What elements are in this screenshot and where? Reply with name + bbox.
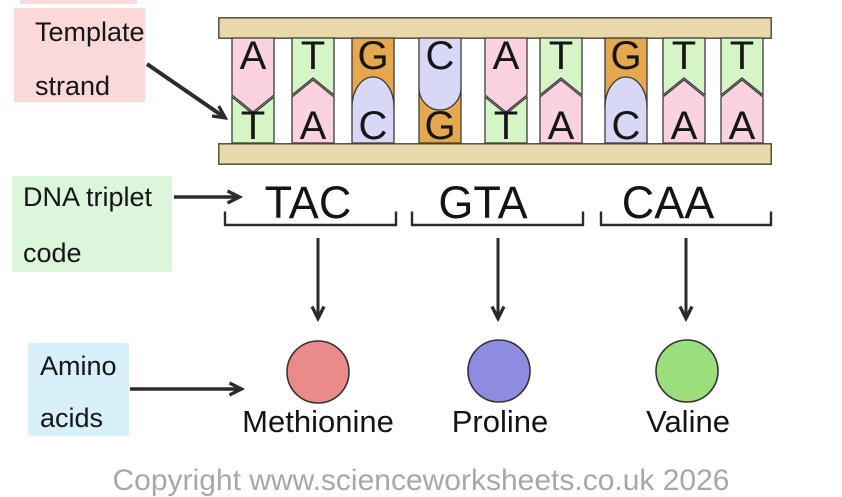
base-bottom-shape — [604, 76, 648, 144]
triplet-code-caa: CAA — [621, 177, 715, 228]
base-pair-2: T A — [291, 34, 335, 148]
dna-triplet-code-label-line1: DNA triplet — [23, 182, 153, 212]
copyright-text: Copyright www.scienceworksheets.co.uk 20… — [112, 464, 730, 497]
base-bottom-shape — [720, 79, 764, 144]
template-strand-label-line2: strand — [35, 71, 111, 101]
base-letter-bottom: A — [548, 104, 575, 148]
triplet-bracket-tac — [223, 211, 398, 227]
base-pair-9: T A — [720, 34, 764, 148]
base-letter-top: T — [549, 34, 573, 78]
dna-double-strand: A T T A G C C G A T — [218, 17, 772, 165]
base-bottom-shape — [291, 79, 335, 144]
base-letter-top: T — [301, 34, 325, 78]
base-letter-bottom: T — [494, 104, 518, 148]
base-top-shape — [231, 37, 275, 113]
template-strand-arrow — [145, 62, 224, 117]
base-bottom-shape — [484, 95, 528, 144]
template-strand-label-line1: Template — [35, 17, 145, 47]
dna-triplet-code-label-box: DNA triplet code — [12, 176, 172, 272]
base-bottom-shape — [351, 76, 395, 144]
template-strand-label-box: Template strand — [14, 8, 145, 102]
base-letter-top: T — [730, 34, 754, 78]
amino-acid-circle-valine — [655, 339, 719, 403]
base-pair-4: C G — [418, 34, 462, 148]
base-top-shape — [484, 37, 528, 113]
base-bottom-shape — [662, 79, 706, 144]
base-letter-bottom: A — [300, 104, 327, 148]
triplet-bracket-caa — [599, 211, 773, 227]
amino-acids-label-box: Amino acids — [28, 343, 129, 436]
base-letter-bottom: A — [729, 104, 756, 148]
amino-acids-label-line1: Amino — [40, 351, 117, 381]
base-letter-bottom: C — [612, 104, 641, 148]
base-letter-top: A — [493, 34, 520, 78]
amino-acid-name-methionine: Methionine — [242, 404, 394, 439]
base-letter-bottom: A — [671, 104, 698, 148]
amino-acid-name-valine: Valine — [646, 404, 730, 439]
amino-acids-label-line2: acids — [40, 403, 104, 433]
base-letter-top: A — [240, 34, 267, 78]
triplet-code-tac: TAC — [264, 177, 352, 228]
base-bottom-shape — [539, 79, 583, 144]
amino-acid-circle-methionine — [286, 340, 350, 404]
base-top-shape — [418, 37, 462, 111]
base-letter-top: G — [610, 34, 641, 78]
base-letter-bottom: G — [424, 104, 455, 148]
base-pair-5: A T — [484, 34, 528, 148]
base-bottom-shape — [231, 95, 275, 144]
base-letter-bottom: C — [359, 104, 388, 148]
base-pair-6: T A — [539, 34, 583, 148]
base-pair-3: G C — [351, 34, 395, 148]
strand-backbone-bottom — [218, 143, 772, 165]
base-top-shape — [291, 37, 335, 97]
base-letter-top: G — [357, 34, 388, 78]
base-top-shape — [539, 37, 583, 97]
triplet-code-gta: GTA — [438, 177, 528, 228]
base-letter-bottom: T — [241, 104, 265, 148]
base-letter-top: T — [672, 34, 696, 78]
triplet-bracket-gta — [410, 211, 585, 227]
amino-acid-circle-proline — [467, 339, 531, 403]
base-pair-8: T A — [662, 34, 706, 148]
amino-acid-name-proline: Proline — [451, 404, 549, 439]
base-top-shape — [662, 37, 706, 97]
base-letter-top: C — [426, 34, 455, 78]
top-edge-box-fragment — [20, 0, 137, 4]
base-top-shape — [720, 37, 764, 97]
base-pair-7: G C — [604, 34, 648, 148]
dna-triplet-code-label-line2: code — [23, 238, 82, 268]
base-pair-1: A T — [231, 34, 275, 148]
